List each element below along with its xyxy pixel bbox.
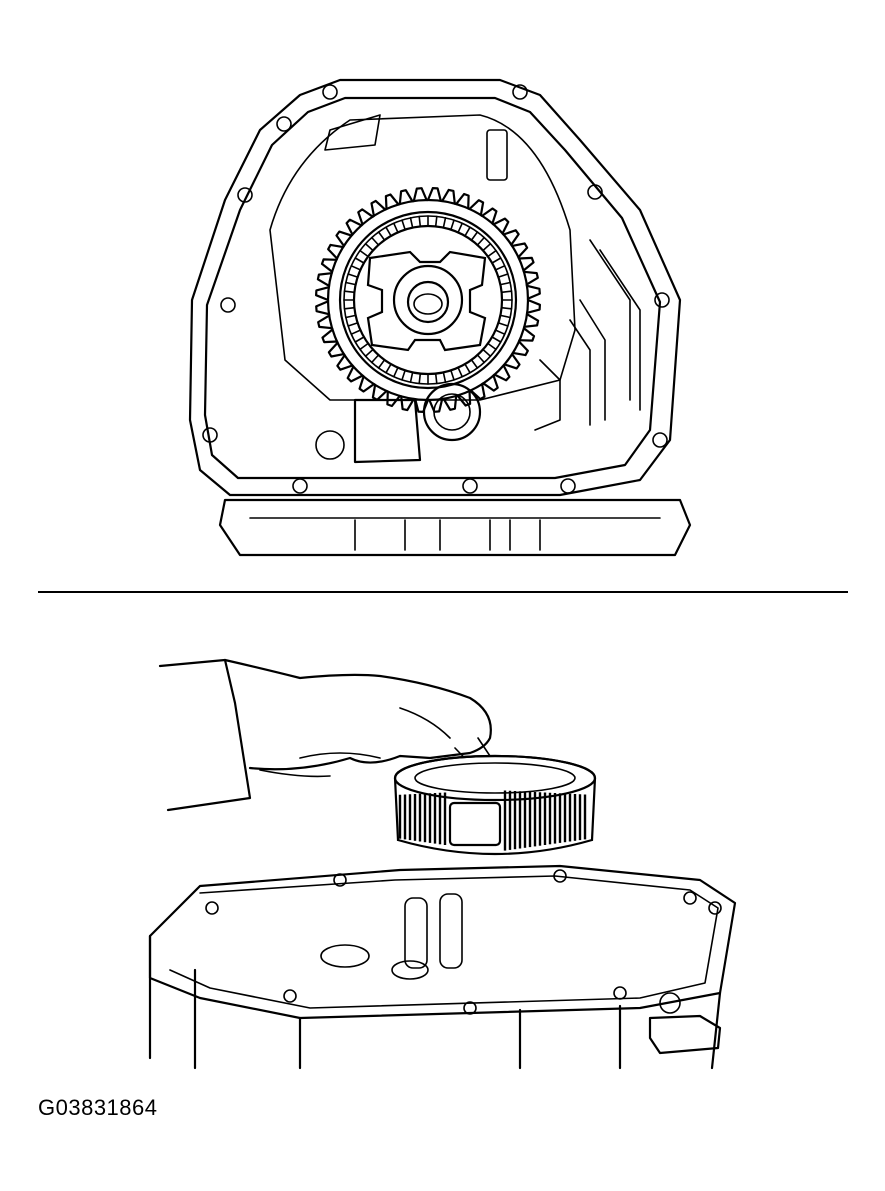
shaft-post — [404, 897, 428, 969]
inner-tooth-mark — [343, 306, 356, 310]
case-lower-flange — [148, 864, 737, 1020]
inner-tooth-mark — [418, 215, 422, 228]
hub-inner — [406, 280, 450, 324]
inner-tooth-mark — [500, 290, 513, 294]
inner-tooth-mark — [487, 342, 497, 351]
inner-tooth-mark — [385, 363, 392, 374]
inner-tooth-mark — [370, 354, 380, 364]
inner-tooth-mark — [487, 249, 497, 258]
drum-teeth — [398, 790, 587, 851]
inner-tooth-mark — [470, 231, 479, 241]
inner-tooth-mark — [499, 281, 512, 286]
inner-tooth-mark — [491, 257, 502, 264]
inner-tooth-mark — [482, 348, 492, 358]
inner-tooth-mark — [499, 314, 512, 319]
inner-tooth-mark — [343, 290, 356, 294]
inner-tooth-mark — [482, 243, 492, 252]
inner-tooth-mark — [476, 236, 486, 246]
figure-id: G03831864 — [38, 1095, 158, 1120]
bottom-panel — [0, 598, 885, 1088]
panel-divider — [38, 591, 848, 593]
inner-tooth-mark — [494, 264, 506, 271]
sleeve — [158, 658, 252, 812]
inner-tooth-mark — [418, 372, 422, 385]
inner-tooth-mark — [464, 226, 471, 237]
carrier-plate — [366, 250, 487, 352]
inner-tooth-mark — [377, 231, 386, 241]
inner-tooth-mark — [497, 322, 509, 327]
inner-tooth-mark — [370, 236, 380, 246]
inner-tooth-mark — [470, 359, 479, 369]
case-ribs — [324, 114, 641, 431]
inner-tooth-mark — [409, 217, 414, 229]
inner-tooth-mark — [350, 329, 362, 336]
inner-tooth-mark — [494, 329, 506, 336]
gear-tooth-profile — [315, 187, 541, 413]
inner-tooth-mark — [401, 369, 406, 381]
inner-tooth-mark — [434, 215, 438, 228]
inner-tooth-mark — [385, 226, 392, 237]
inner-tooth-mark — [364, 348, 374, 358]
hand — [223, 658, 492, 771]
inner-tooth-mark — [392, 222, 399, 234]
inner-tooth-mark — [350, 264, 362, 271]
inner-tooth-mark — [434, 372, 438, 385]
inner-tooth-mark — [401, 219, 406, 231]
inner-tooth-mark — [457, 222, 464, 234]
inner-tooth-mark — [442, 371, 447, 384]
inner-tooth-mark — [392, 366, 399, 378]
inner-tooth-mark — [491, 336, 502, 343]
case-top-view-drawing — [188, 78, 692, 557]
inner-tooth-mark — [464, 363, 471, 374]
inner-tooth-mark — [450, 369, 455, 381]
inner-tooth-mark — [354, 257, 365, 264]
inner-tooth-mark — [457, 366, 464, 378]
inner-tooth-mark — [442, 217, 447, 229]
inner-tooth-mark — [354, 336, 365, 343]
oil-pan — [218, 498, 692, 557]
inner-tooth-mark — [359, 249, 369, 258]
hub-outer — [392, 264, 464, 336]
inner-tooth-mark — [344, 281, 357, 286]
case-bolt-holes — [205, 869, 722, 1015]
inner-tooth-mark — [344, 314, 357, 319]
bracket — [353, 398, 422, 464]
inner-tooth-mark — [359, 342, 369, 351]
side-fitting — [648, 1014, 722, 1055]
inner-tooth-mark — [500, 306, 513, 310]
inner-tooth-mark — [377, 359, 386, 369]
inner-tooth-mark — [409, 371, 414, 384]
top-panel — [0, 0, 885, 590]
inner-tooth-mark — [364, 243, 374, 252]
inner-tooth-mark — [347, 273, 359, 278]
inner-tooth-mark — [476, 354, 486, 364]
inner-tooth-mark — [347, 322, 359, 327]
inner-tooth-mark — [450, 219, 455, 231]
inner-tooth-mark — [497, 273, 509, 278]
case-cavity — [269, 114, 576, 401]
removal-drawing — [148, 658, 737, 1070]
gear-teeth — [315, 187, 541, 413]
bolt-holes — [202, 84, 670, 494]
